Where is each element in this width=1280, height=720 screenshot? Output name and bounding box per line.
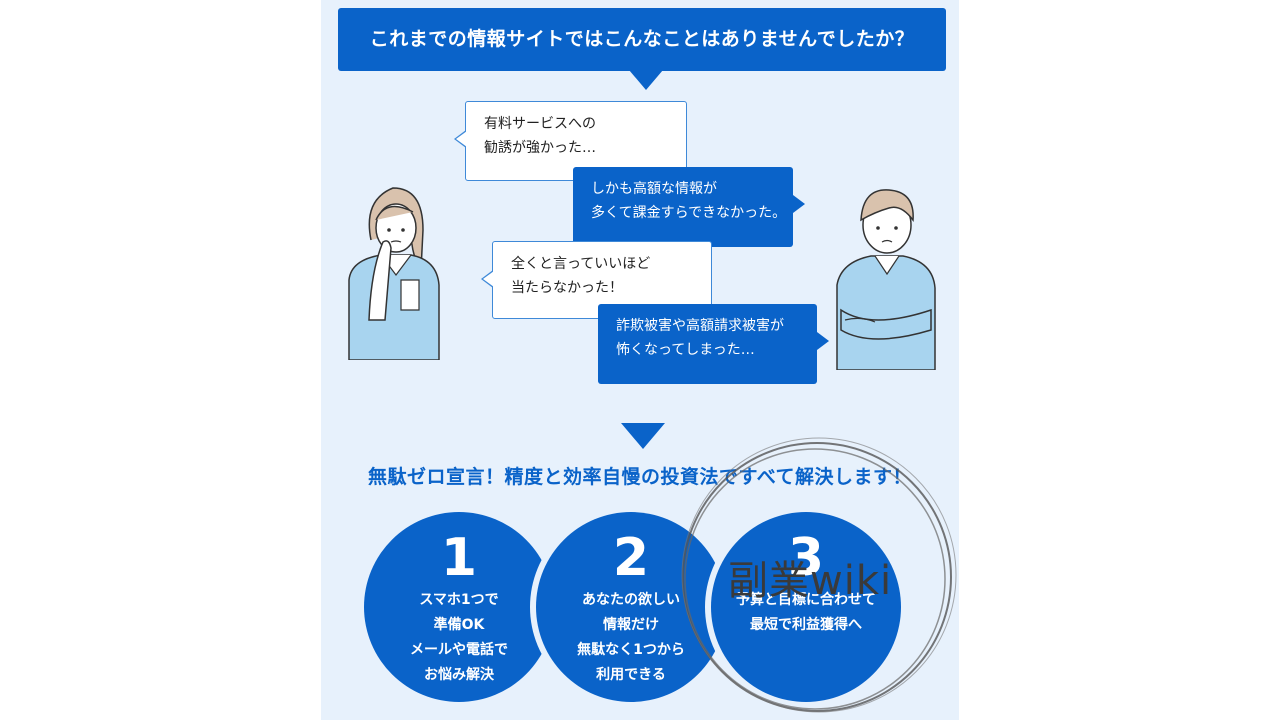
bubble-3-line-1: 全くと言っていいほど [511,256,651,272]
feature-2-line-2: 情報だけ [603,617,659,633]
speech-bubble-4: 詐欺被害や高額請求被害が 怖くなってしまった… [598,304,829,384]
worried-man-illustration [836,189,936,370]
question-banner: これまでの情報サイトではこんなことはありませんでしたか？ [338,8,946,71]
feature-1-line-2: 準備OK [433,617,485,633]
banner-pointer [629,70,663,90]
bubble-4-pointer [817,332,829,350]
feature-3-line-2: 最短で利益獲得へ [750,617,862,633]
watermark-text: 副業wiki [728,558,893,604]
solution-headline: 無駄ゼロ宣言！精度と効率自慢の投資法ですべて解決します！ [368,466,912,488]
feature-2-number: 2 [612,528,650,588]
feature-2-line-4: 利用できる [596,667,666,683]
feature-3-line-1: 予算と目標に合わせて [736,592,876,608]
speech-bubble-2: しかも高額な情報が 多くて課金すらできなかった。 [573,167,805,247]
banner-text: これまでの情報サイトではこんなことはありませんでしたか？ [369,28,915,50]
feature-1-line-1: スマホ1つで [419,592,499,608]
feature-1-number: 1 [440,528,478,588]
feature-circle-3: 3 予算と目標に合わせて 最短で利益獲得へ [711,512,901,702]
watermark-ring-icon [681,437,957,713]
infographic-panel: これまでの情報サイトではこんなことはありませんでしたか？ 有料サービスへの 勧誘… [321,0,959,720]
feature-2-line-1: あなたの欲しい [582,592,680,608]
bubble-3-pointer [481,270,494,288]
feature-1-line-3: メールや電話で [410,642,508,658]
bubble-2-line-1: しかも高額な情報が [591,181,717,197]
bubble-2-pointer [793,195,805,213]
feature-circle-2: 2 あなたの欲しい 情報だけ 無駄なく1つから 利用できる [536,512,726,702]
bubble-2-line-2: 多くて課金すらできなかった。 [591,205,787,221]
feature-2-line-3: 無駄なく1つから [577,642,685,658]
feature-3-number: 3 [787,528,825,588]
bubble-4-line-2: 怖くなってしまった… [616,342,755,358]
bubble-4-line-1: 詐欺被害や高額請求被害が [616,318,784,334]
worried-woman-illustration [348,187,440,360]
bubble-1-line-1: 有料サービスへの [484,116,596,132]
feature-circle-1: 1 スマホ1つで 準備OK メールや電話で お悩み解決 [364,512,554,702]
feature-1-line-4: お悩み解決 [424,667,494,683]
bubble-1-pointer [454,130,467,148]
bubble-3-line-2: 当たらなかった！ [511,280,623,296]
down-arrow-icon [621,423,665,449]
bubble-1-line-2: 勧誘が強かった… [484,140,596,156]
